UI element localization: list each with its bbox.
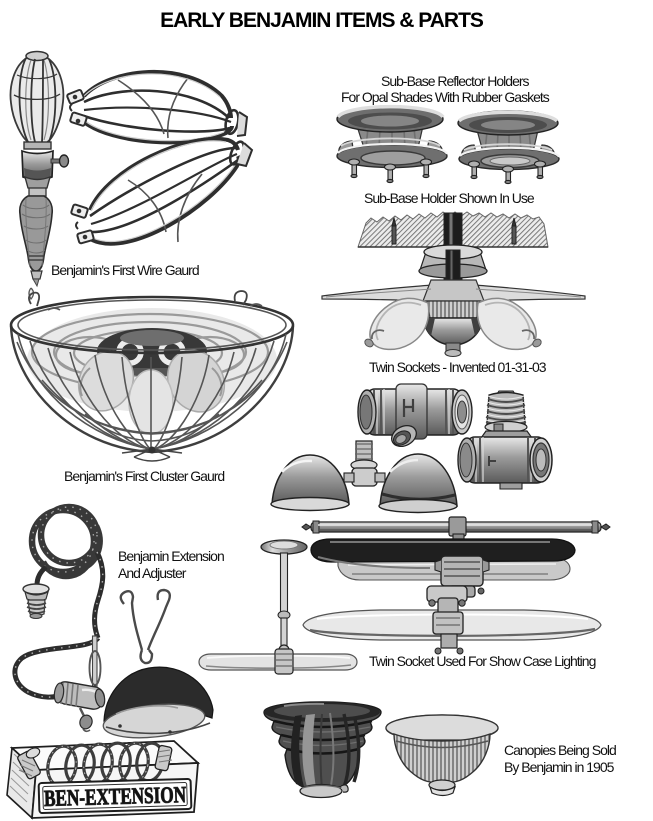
svg-text:BEN-EXTENSION: BEN-EXTENSION	[44, 782, 187, 811]
